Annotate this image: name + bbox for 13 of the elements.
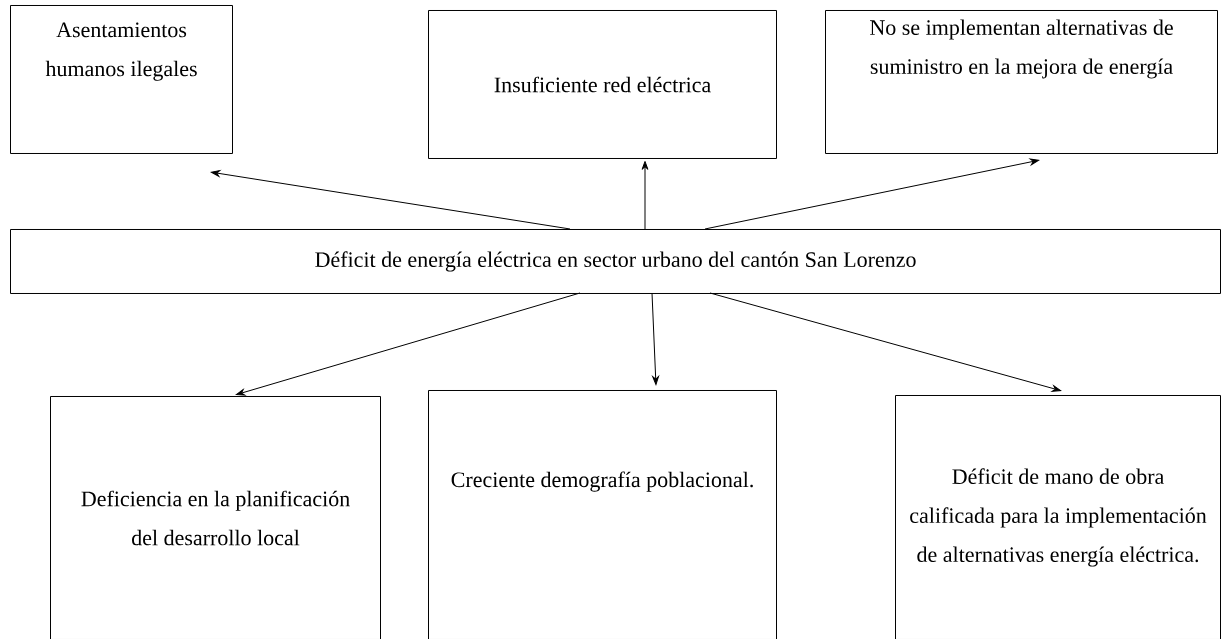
arrow [709, 292, 1062, 392]
arrow [641, 160, 649, 230]
title-box: Déficit de energía eléctrica en sector urbano del cantón San Lorenzo [10, 229, 1221, 294]
arrow [210, 170, 571, 230]
text-box: Deficiencia en la planificación del desarrollo local [50, 396, 381, 639]
arrow [704, 158, 1040, 230]
text-box: Insuficiente red eléctrica [428, 10, 777, 159]
arrow [651, 292, 659, 386]
text-box: Asentamientos humanos ilegales [10, 5, 233, 154]
text-box: No se implementan alternativas de suministro en la mejora de energía [825, 10, 1218, 154]
text-box: Déficit de mano de obra calificada para la implementación de alternativas energía eléctrica. [895, 395, 1221, 639]
arrow [235, 292, 581, 396]
text-box: Creciente demografía poblacional. [428, 390, 777, 639]
